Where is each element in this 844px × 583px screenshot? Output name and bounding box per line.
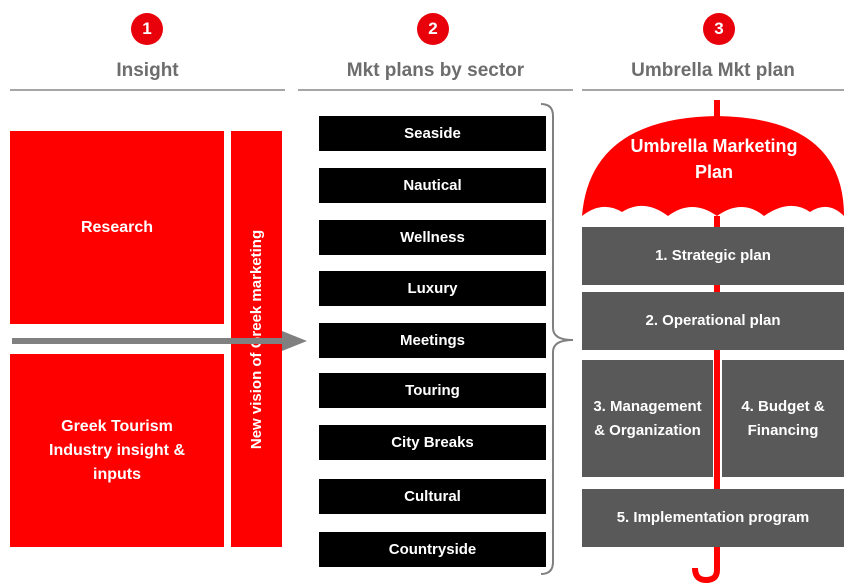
column-title-insight: Insight (116, 60, 179, 81)
sector-luxury: Luxury (319, 271, 546, 306)
budget-financing-box: 4. Budget & Financing (722, 360, 844, 477)
column-rule-2 (298, 89, 573, 91)
research-box: Research (10, 131, 224, 324)
column-title-umbrella: Umbrella Mkt plan (631, 60, 795, 81)
operational-plan-box: 2. Operational plan (582, 292, 844, 350)
strategic-plan-box: 1. Strategic plan (582, 227, 844, 285)
sector-seaside: Seaside (319, 116, 546, 151)
sector-wellness: Wellness (319, 220, 546, 255)
step-3-badge: 3 (703, 13, 735, 45)
column-rule-1 (10, 89, 285, 91)
step-1-badge: 1 (131, 13, 163, 45)
step-2-badge: 2 (417, 13, 449, 45)
sector-city-breaks: City Breaks (319, 425, 546, 460)
grouping-brace (540, 103, 574, 575)
umbrella-title: Umbrella Marketing Plan (630, 136, 798, 182)
sector-countryside: Countryside (319, 532, 546, 567)
sector-cultural: Cultural (319, 479, 546, 514)
column-title-sector-plans: Mkt plans by sector (346, 60, 525, 81)
implementation-program-box: 5. Implementation program (582, 489, 844, 547)
sector-touring: Touring (319, 373, 546, 408)
sector-nautical: Nautical (319, 168, 546, 203)
column-rule-3 (582, 89, 844, 91)
sector-meetings: Meetings (319, 323, 546, 358)
flow-arrow (12, 331, 307, 351)
industry-insight-box: Greek Tourism Industry insight & inputs (10, 354, 224, 547)
management-organization-box: 3. Management & Organization (582, 360, 713, 477)
